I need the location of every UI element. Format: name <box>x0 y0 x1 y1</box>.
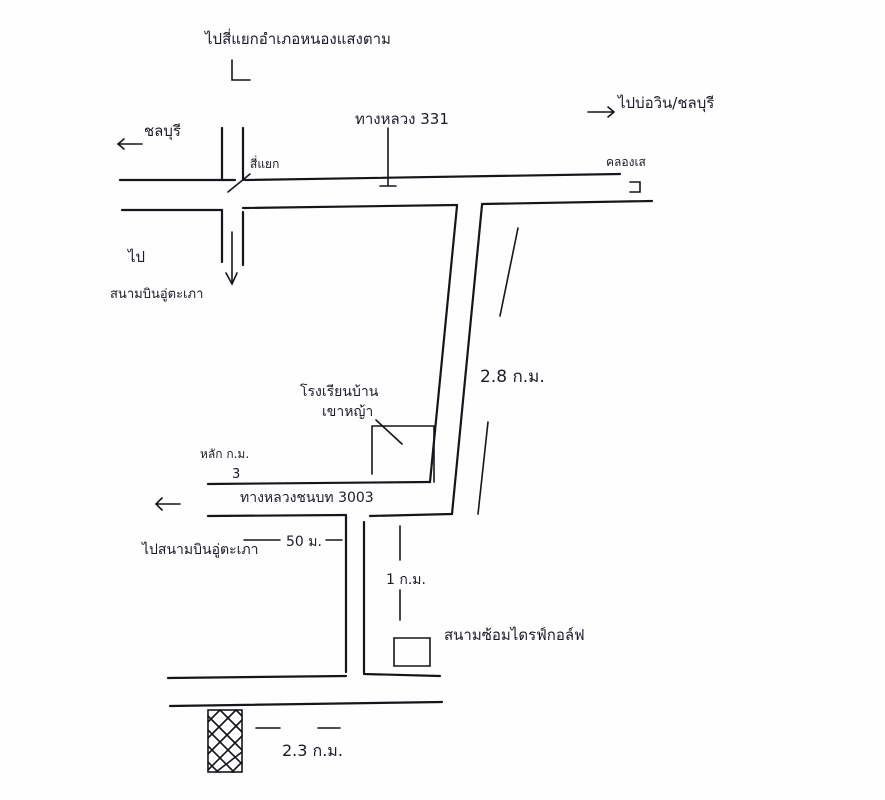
long-road-right-edge <box>450 203 484 516</box>
to-left-top-label: ชลบุรี <box>144 122 181 141</box>
down-arrow <box>225 231 238 286</box>
road-end-cap <box>629 181 641 193</box>
to-left-low-label: ไปสนามบินอู่ตะเภา <box>141 541 258 558</box>
junction-pointer <box>227 173 251 193</box>
destination-label: สนามซ้อมไดรฟ์กอล์ฟ <box>444 626 585 644</box>
left-arrow-low <box>154 497 181 511</box>
marker-number: 3 <box>232 467 240 482</box>
left-arrow-top <box>116 138 143 150</box>
school-box <box>371 425 435 483</box>
distance-top-label: 2.8 ก.ม. <box>480 367 545 387</box>
main-road-bottom-edge <box>120 199 654 212</box>
distance-1km-label: 1 ก.ม. <box>386 572 426 588</box>
road-3003-bottom-edge <box>206 512 454 518</box>
bottom-road-bottom-edge <box>168 700 444 708</box>
highway-331-pointer <box>379 127 397 187</box>
to-left-mid-label-a: ไป <box>127 248 145 266</box>
distance-mark-lower <box>477 421 489 515</box>
direction-bracket <box>231 59 251 81</box>
distance-50m-label: 50 ม. <box>286 534 322 550</box>
bottom-road-top-edge <box>166 674 348 680</box>
highway-3003-label: ทางหลวงชนบท 3003 <box>240 490 374 506</box>
to-left-mid-label-b: สนามบินอู่ตะเภา <box>110 287 203 302</box>
junction-label: สี่แยก <box>250 155 279 171</box>
destination-box <box>393 637 431 667</box>
school-pointer <box>375 419 403 445</box>
to-right-top-label: ไปบ่อวิน/ชลบุรี <box>617 94 714 113</box>
highway-331-label: ทางหลวง 331 <box>355 110 449 128</box>
marker-label: หลัก ก.ม. <box>200 447 249 461</box>
school-label-b: เขาหญ้า <box>322 404 373 420</box>
school-label-a: โรงเรียนบ้าน <box>300 383 379 400</box>
main-road-top-edge <box>118 172 622 182</box>
lower-road-right-edge <box>362 520 442 678</box>
distance-mark-upper <box>499 227 519 317</box>
right-arrow-top <box>587 106 616 118</box>
hatched-block <box>207 709 243 773</box>
to-district-label: ไปสี่แยกอำเภอหนองแสงตาม <box>204 28 391 48</box>
right-end-label: คลองเส <box>606 155 647 169</box>
distance-bottom-label: 2.3 ก.ม. <box>282 741 343 760</box>
road-3003-top-edge <box>206 480 432 486</box>
